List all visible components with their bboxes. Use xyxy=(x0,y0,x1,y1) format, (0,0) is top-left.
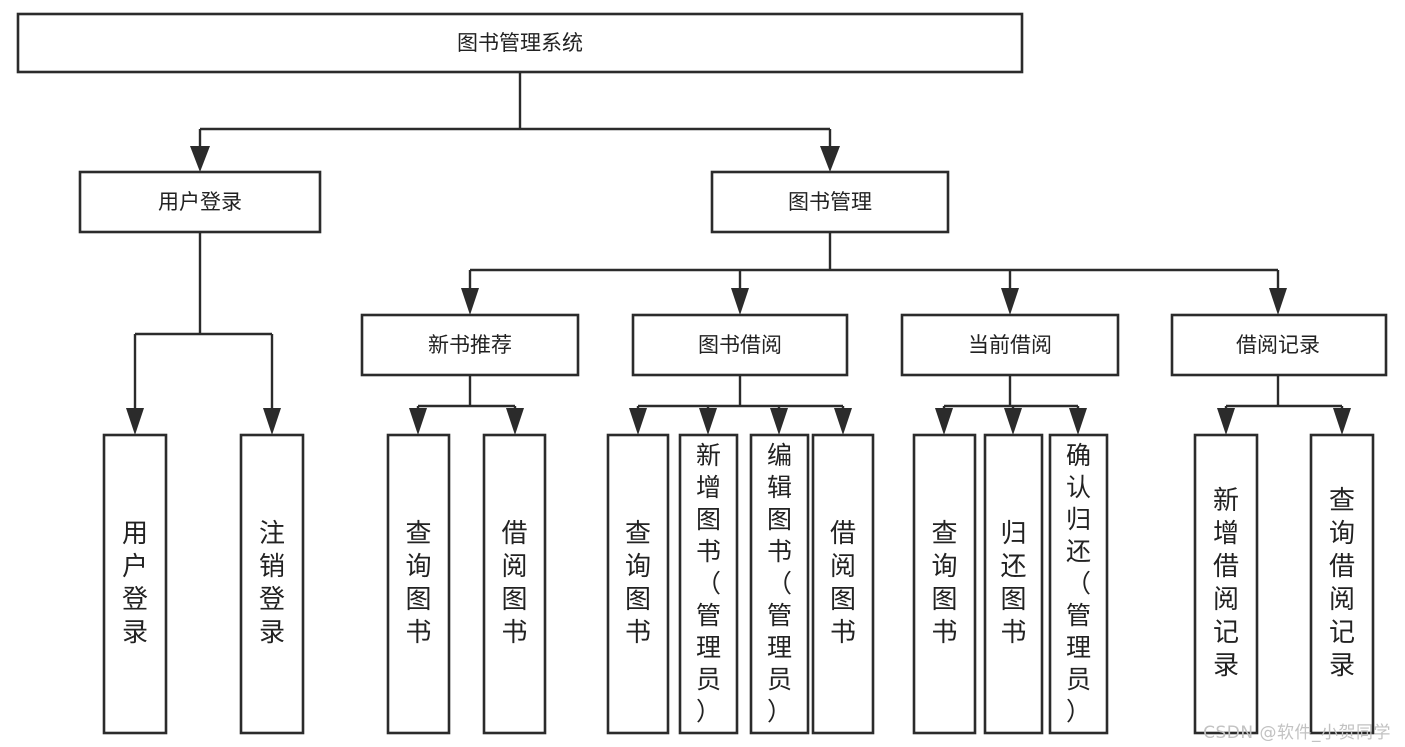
node-book-manage-label: 图书管理 xyxy=(788,190,872,214)
node-leaf-query-book-3-box[interactable] xyxy=(912,433,977,735)
node-book-borrow-box[interactable] xyxy=(631,313,849,377)
arrow-to-current-borrow xyxy=(1001,288,1019,315)
arrow-to-book-manage xyxy=(820,146,840,172)
arrow-to-leaf-return-book xyxy=(1004,408,1022,435)
arrow-to-leaf-user-login xyxy=(126,408,144,435)
node-leaf-query-record-box[interactable] xyxy=(1309,433,1375,735)
node-user-login-box[interactable] xyxy=(78,170,322,234)
arrow-to-leaf-query-book-1 xyxy=(409,408,427,435)
node-book-borrow-label: 图书借阅 xyxy=(698,333,782,357)
node-current-borrow[interactable]: 当前借阅 xyxy=(900,313,1120,377)
node-leaf-borrow-book-2-box[interactable] xyxy=(811,433,875,735)
arrow-to-leaf-borrow-book-2 xyxy=(834,408,852,435)
node-leaf-add-book-box[interactable] xyxy=(678,433,739,735)
node-root-label: 图书管理系统 xyxy=(457,31,583,55)
node-current-borrow-box[interactable] xyxy=(900,313,1120,377)
node-leaf-return-book-box[interactable] xyxy=(983,433,1044,735)
node-leaf-edit-book-box[interactable] xyxy=(749,433,810,735)
connector-layer xyxy=(126,72,1351,435)
node-leaf-add-record-box[interactable] xyxy=(1193,433,1259,735)
csdn-watermark: CSDN @软件_小贺同学 xyxy=(1203,723,1391,743)
node-new-book-rec[interactable]: 新书推荐 xyxy=(360,313,580,377)
arrow-to-leaf-logout xyxy=(263,408,281,435)
arrow-to-leaf-query-record xyxy=(1333,408,1351,435)
node-leaf-query-book-2-box[interactable] xyxy=(606,433,670,735)
node-user-login[interactable]: 用户登录 xyxy=(78,170,322,234)
node-leaf-user-login-box[interactable] xyxy=(102,433,168,735)
node-book-manage[interactable]: 图书管理 xyxy=(710,170,950,234)
node-root-box[interactable] xyxy=(16,12,1024,74)
arrow-to-leaf-query-book-2 xyxy=(629,408,647,435)
node-leaf-confirm-return-box[interactable] xyxy=(1048,433,1109,735)
node-book-manage-box[interactable] xyxy=(710,170,950,234)
node-layer: 图书管理系统 用户登录 图书管理 新书推荐 图书借阅 当前 xyxy=(16,12,1388,735)
arrow-to-leaf-add-book xyxy=(699,408,717,435)
node-new-book-rec-label: 新书推荐 xyxy=(428,333,512,357)
node-root[interactable]: 图书管理系统 xyxy=(16,12,1024,74)
arrow-to-book-borrow xyxy=(731,288,749,315)
node-borrow-record-box[interactable] xyxy=(1170,313,1388,377)
arrow-to-leaf-borrow-book-1 xyxy=(506,408,524,435)
node-leaf-borrow-book-1-box[interactable] xyxy=(482,433,547,735)
arrow-to-borrow-record xyxy=(1269,288,1287,315)
arrow-to-user-login xyxy=(190,146,210,172)
node-current-borrow-label: 当前借阅 xyxy=(968,333,1052,357)
arrow-to-leaf-confirm-return xyxy=(1069,408,1087,435)
arrow-to-leaf-edit-book xyxy=(770,408,788,435)
node-leaf-query-book-1-box[interactable] xyxy=(386,433,451,735)
arrow-to-leaf-query-book-3 xyxy=(935,408,953,435)
node-new-book-rec-box[interactable] xyxy=(360,313,580,377)
arrow-to-leaf-add-record xyxy=(1217,408,1235,435)
node-user-login-label: 用户登录 xyxy=(158,190,242,214)
arrow-to-new-book-rec xyxy=(461,288,479,315)
node-leaf-logout-box[interactable] xyxy=(239,433,305,735)
node-borrow-record[interactable]: 借阅记录 xyxy=(1170,313,1388,377)
leaf-node-layer xyxy=(102,433,1375,735)
node-borrow-record-label: 借阅记录 xyxy=(1236,333,1320,357)
node-book-borrow[interactable]: 图书借阅 xyxy=(631,313,849,377)
